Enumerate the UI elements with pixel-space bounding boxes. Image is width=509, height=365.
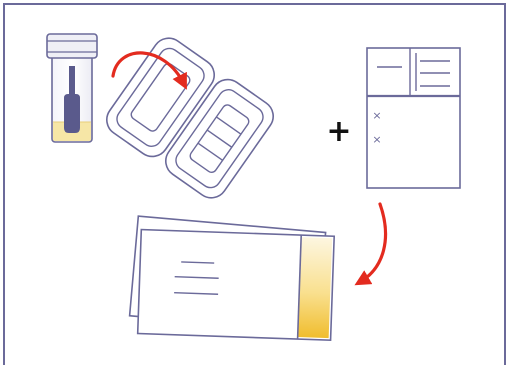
tube-cap bbox=[46, 33, 98, 59]
envelope-icon bbox=[128, 215, 336, 342]
envelope-text-line-2 bbox=[174, 276, 219, 279]
plus-icon: + bbox=[326, 114, 351, 149]
form-document-icon: × × bbox=[366, 47, 461, 189]
swab-head bbox=[64, 94, 80, 133]
transfer-arrow-2 bbox=[354, 202, 388, 286]
form-check-mark-2: × bbox=[372, 133, 381, 146]
envelope-yellow-stripe bbox=[297, 237, 333, 339]
envelope-front-sheet bbox=[136, 228, 336, 342]
swab-stick bbox=[69, 66, 75, 104]
specimen-tube-with-swab-icon bbox=[46, 33, 98, 143]
slide-card-left-panel bbox=[106, 37, 215, 158]
slide-card-right-panel bbox=[165, 78, 274, 199]
envelope-text-line-1 bbox=[181, 261, 215, 264]
envelope-text-line-3 bbox=[174, 292, 219, 295]
transfer-arrow-1 bbox=[111, 51, 187, 90]
open-slide-card-icon bbox=[106, 37, 274, 199]
form-check-mark-1: × bbox=[372, 109, 381, 122]
